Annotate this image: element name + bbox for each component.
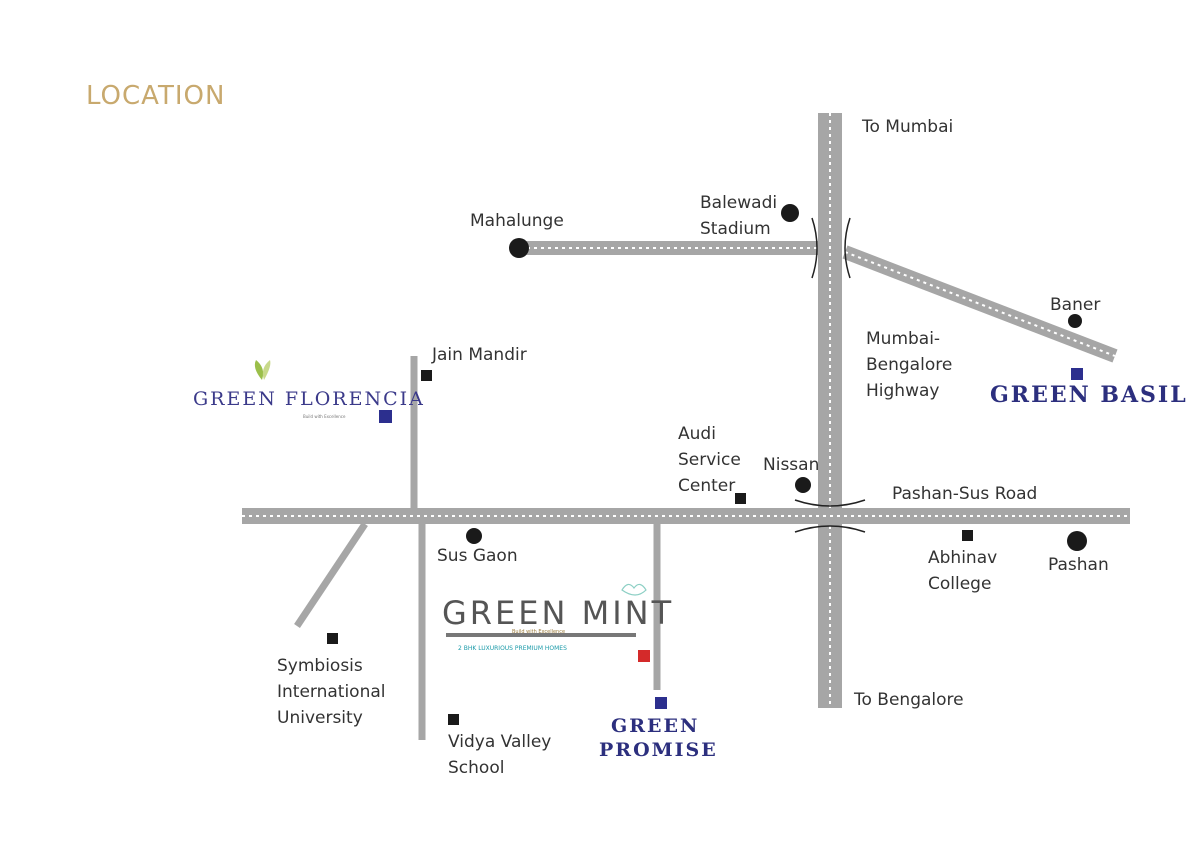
- pashan-marker: [1067, 531, 1087, 551]
- label-highway-1: Mumbai-: [866, 329, 940, 349]
- vidya-marker: [448, 714, 459, 725]
- audi-marker: [735, 493, 746, 504]
- abhinav-marker: [962, 530, 973, 541]
- label-abhinav-1: Abhinav: [928, 548, 997, 568]
- green-basil-marker: [1071, 368, 1083, 380]
- sus-gaon-marker: [466, 528, 482, 544]
- symbiosis-marker: [327, 633, 338, 644]
- flyover-marker: [794, 217, 866, 533]
- label-balewadi-2: Stadium: [700, 219, 771, 239]
- label-mahalunge: Mahalunge: [470, 211, 564, 231]
- symbiosis-road: [294, 522, 368, 628]
- leaf-icon: [254, 360, 271, 380]
- green-promise-logo-1: Green: [611, 715, 699, 737]
- label-audi-3: Center: [678, 476, 735, 496]
- green-mint-tagline: Build with Excellence: [512, 629, 565, 635]
- label-to-bengalore: To Bengalore: [853, 690, 964, 710]
- balewadi-marker: [781, 204, 799, 222]
- label-jain-mandir: Jain Mandir: [431, 345, 527, 365]
- nissan-marker: [795, 477, 811, 493]
- label-audi-2: Service: [678, 450, 741, 470]
- mahalunge-marker: [509, 238, 529, 258]
- green-florencia-marker: [379, 410, 392, 423]
- label-abhinav-2: College: [928, 574, 991, 594]
- baner-marker: [1068, 314, 1082, 328]
- jain-mandir-marker: [421, 370, 432, 381]
- label-nissan: Nissan: [763, 455, 819, 475]
- butterfly-icon: [621, 583, 647, 596]
- green-mint-marker: [638, 650, 650, 662]
- green-basil-logo: Green Basil: [990, 382, 1188, 408]
- label-highway-3: Highway: [866, 381, 939, 401]
- baner-road: [842, 245, 1118, 363]
- label-symbiosis-1: Symbiosis: [277, 656, 363, 676]
- roads: [242, 113, 1130, 740]
- green-promise-marker: [655, 697, 667, 709]
- label-to-mumbai: To Mumbai: [861, 117, 953, 137]
- green-florencia-tagline: Build with Excellence: [303, 414, 346, 419]
- label-pashan-sus-road: Pashan-Sus Road: [892, 484, 1037, 504]
- green-promise-logo-2: Promise: [599, 739, 718, 761]
- map-title: LOCATION: [86, 81, 225, 111]
- label-audi-1: Audi: [678, 424, 716, 444]
- green-florencia-logo: Green Florencia: [193, 388, 425, 410]
- label-vidya-1: Vidya Valley: [448, 732, 551, 752]
- green-mint-logo: green mint: [442, 594, 674, 632]
- label-highway-2: Bengalore: [866, 355, 952, 375]
- green-mint-subtitle: 2 BHK LUXURIOUS PREMIUM HOMES: [458, 645, 567, 652]
- label-sus-gaon: Sus Gaon: [437, 546, 518, 566]
- label-symbiosis-3: University: [277, 708, 363, 728]
- label-symbiosis-2: International: [277, 682, 386, 702]
- label-balewadi-1: Balewadi: [700, 193, 777, 213]
- label-vidya-2: School: [448, 758, 504, 778]
- label-baner: Baner: [1050, 295, 1100, 315]
- label-pashan: Pashan: [1048, 555, 1109, 575]
